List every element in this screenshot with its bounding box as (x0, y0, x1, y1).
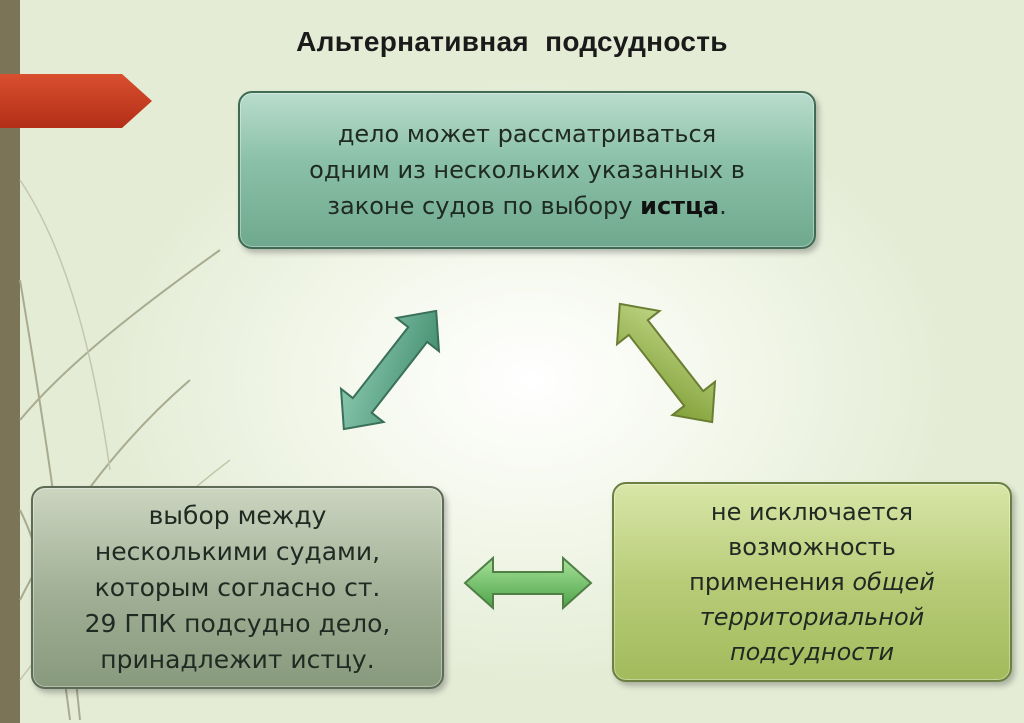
double-arrow-left-icon (323, 294, 458, 445)
double-arrow-bottom-icon (465, 558, 591, 608)
double-arrow-right-icon (599, 287, 734, 438)
